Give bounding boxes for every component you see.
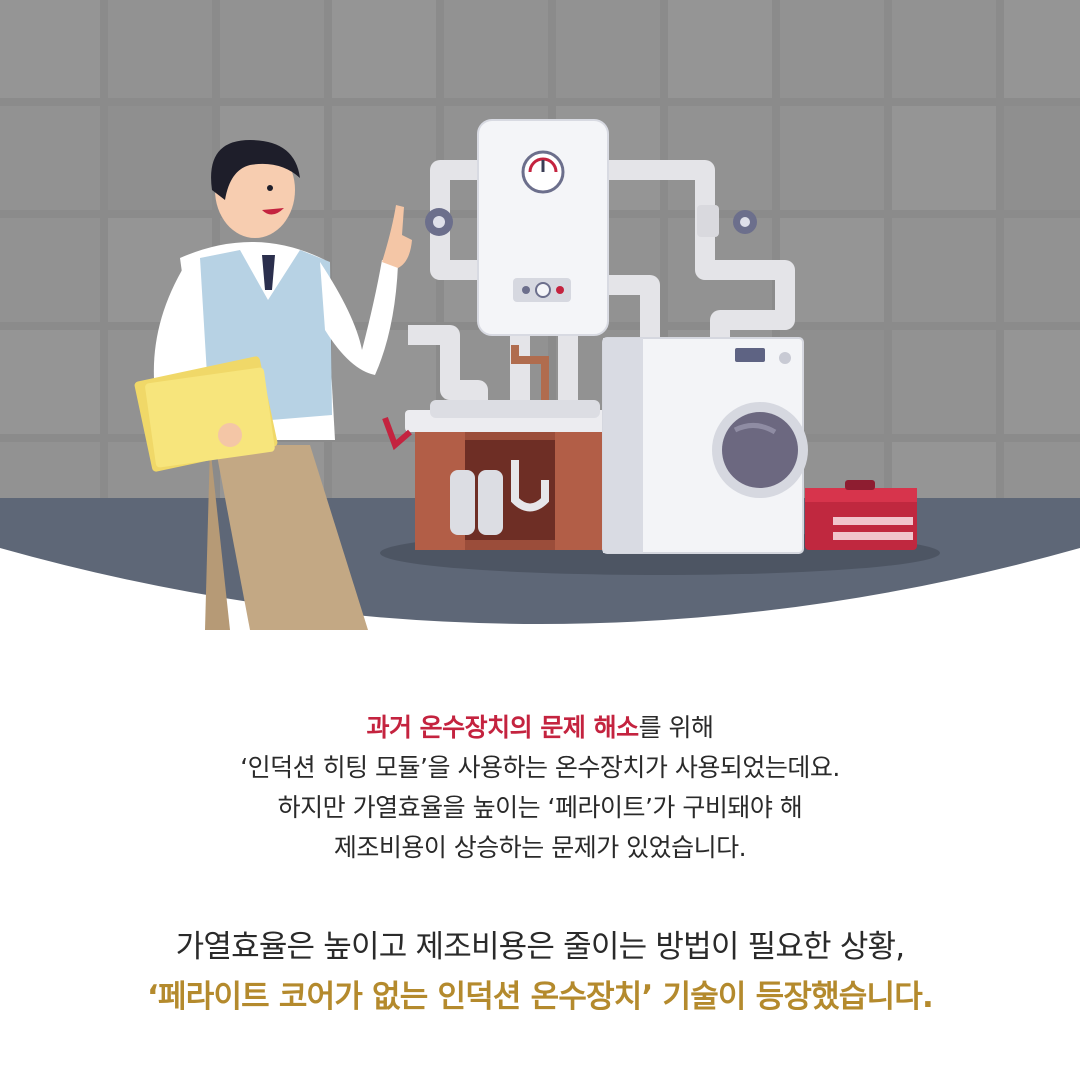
- washing-machine: [602, 337, 808, 554]
- wall-tile: [332, 0, 436, 98]
- conclusion-line-2-rest: 기술이 등장했습니다.: [652, 979, 933, 1015]
- pipe-valves: [425, 205, 757, 237]
- conclusion-line-1: 가열효율은 높이고 제조비용은 줄이는 방법이 필요한 상황,: [175, 929, 905, 965]
- conclusion-paragraph: 가열효율은 높이고 제조비용은 줄이는 방법이 필요한 상황, ‘페라이트 코어…: [0, 922, 1080, 1022]
- water-heater: [477, 119, 609, 336]
- highlight-technology: ‘페라이트 코어가 없는 인덕션 온수장치’: [147, 979, 653, 1015]
- wall-tile: [892, 218, 996, 322]
- intro-paragraph: 과거 온수장치의 문제 해소를 위해 ‘인덕션 히팅 모듈’을 사용하는 온수장…: [0, 708, 1080, 868]
- wall-tile: [668, 106, 772, 210]
- wall-tile: [780, 0, 884, 98]
- conclusion-line-2: ‘페라이트 코어가 없는 인덕션 온수장치’ 기술이 등장했습니다.: [0, 972, 1080, 1022]
- wall-tile: [556, 0, 660, 98]
- wall-tile: [0, 106, 100, 210]
- wall-tile: [108, 0, 212, 98]
- wall-tile: [892, 106, 996, 210]
- wall-tile: [108, 106, 212, 210]
- wall-tile: [1004, 106, 1080, 210]
- wall-tile: [332, 106, 436, 210]
- person: [134, 140, 412, 630]
- highlight-problem-solving: 과거 온수장치의 문제 해소: [366, 713, 639, 742]
- toolbox: [805, 480, 917, 550]
- wall-tile: [892, 0, 996, 98]
- wall-tile: [1004, 218, 1080, 322]
- illustration: [0, 0, 1080, 630]
- wall-tile: [780, 106, 884, 210]
- wall-tile: [444, 0, 548, 98]
- wall-tile: [0, 0, 100, 98]
- intro-line-1: 과거 온수장치의 문제 해소를 위해: [0, 708, 1080, 748]
- intro-line-1-rest: 를 위해: [638, 713, 714, 742]
- wall-tile: [0, 330, 100, 434]
- wall-tile: [892, 330, 996, 434]
- intro-line-3: 하지만 가열효율을 높이는 ‘페라이트’가 구비돼야 해: [277, 793, 803, 822]
- intro-line-2: ‘인덕션 히팅 모듈’을 사용하는 온수장치가 사용되었는데요.: [240, 753, 840, 782]
- wall-tile: [220, 0, 324, 98]
- wall-tile: [780, 218, 884, 322]
- intro-line-4: 제조비용이 상승하는 문제가 있었습니다.: [333, 833, 747, 862]
- wall-tile: [1004, 0, 1080, 98]
- wall-tile: [1004, 330, 1080, 434]
- wall-tile: [0, 218, 100, 322]
- wall-tile: [668, 0, 772, 98]
